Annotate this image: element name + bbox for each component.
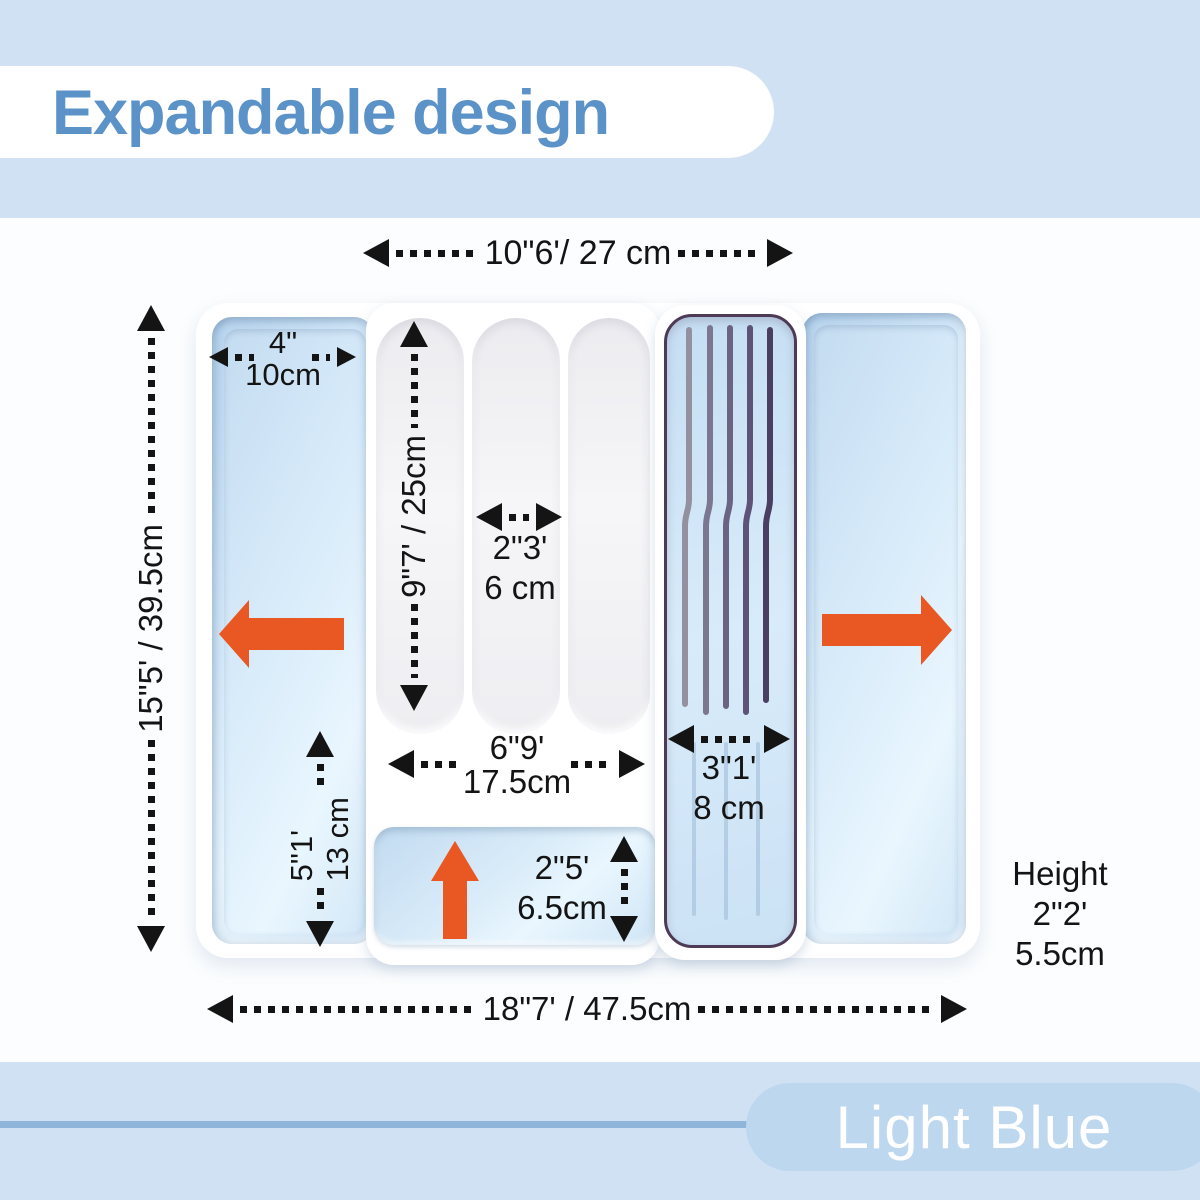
- height-note-line2: 2"2': [1032, 895, 1088, 932]
- dotted-line: [620, 869, 628, 909]
- dim-wing-width-line2: 10cm: [245, 357, 321, 392]
- dotted-line: [147, 338, 155, 518]
- color-banner: Light Blue: [746, 1083, 1200, 1171]
- dim-module-width: 10"6'/ 27 cm: [363, 230, 793, 276]
- dotted-line: [410, 604, 418, 679]
- dim-tray-depth: 15"5' / 39.5cm: [132, 305, 169, 953]
- dim-center-width-line1: 6"9': [489, 729, 545, 766]
- dim-knife-width-line1: 3"1': [701, 749, 757, 786]
- cutlery-slot-3: [568, 318, 650, 734]
- dim-knife-width-line2: 8 cm: [693, 789, 765, 826]
- dotted-line: [701, 735, 757, 743]
- dim-slot-width-line2: 6 cm: [484, 569, 556, 606]
- dotted-line: [698, 1005, 935, 1013]
- dotted-line: [396, 249, 478, 257]
- dim-tray-depth-label: 15"5' / 39.5cm: [132, 524, 169, 733]
- color-banner-line: [0, 1121, 752, 1128]
- arrowhead-icon: [610, 916, 638, 942]
- dim-small-tray-line1: 2"5': [534, 849, 590, 886]
- height-note: Height 2"2' 5.5cm: [984, 854, 1136, 974]
- dotted-line: [571, 760, 612, 768]
- arrowhead-icon: [400, 321, 428, 347]
- arrowhead-icon: [400, 685, 428, 712]
- arrowhead-icon: [388, 750, 414, 778]
- expand-left-arrow-icon: [219, 600, 344, 668]
- dim-small-tray-line2: 6.5cm: [517, 889, 607, 926]
- arrowhead-icon: [476, 503, 502, 531]
- arrowhead-icon: [363, 239, 389, 267]
- dotted-line: [410, 354, 418, 428]
- dim-center-width-line2: 17.5cm: [462, 763, 572, 800]
- dim-small-tray-arrow: [610, 836, 638, 942]
- dotted-line: [678, 249, 760, 257]
- arrowhead-icon: [764, 725, 790, 753]
- height-note-line1: Height: [1012, 855, 1108, 892]
- dim-center-width-arrow-left: [388, 750, 462, 778]
- dim-slot-width-label: 2"3' 6 cm: [450, 528, 590, 608]
- dim-center-width-label: 6"9' 17.5cm: [436, 731, 598, 799]
- dotted-line: [312, 353, 330, 361]
- cutlery-slot-1: [376, 318, 464, 734]
- arrowhead-icon: [610, 836, 638, 862]
- arrowhead-icon: [306, 921, 334, 948]
- dim-slot-width-arrow: [476, 503, 562, 531]
- knife-slits-icon: [682, 325, 773, 920]
- dim-wing-width-label: 4" 10cm: [214, 327, 352, 391]
- dim-left-lower-depth-line2: 13 cm: [320, 796, 355, 882]
- arrowhead-icon: [207, 995, 233, 1023]
- dim-total-width-label: 18"7' / 47.5cm: [482, 990, 692, 1027]
- page-title: Expandable design: [52, 78, 610, 148]
- arrowhead-icon: [306, 731, 334, 757]
- dim-slot-width-line1: 2"3': [492, 529, 548, 566]
- dotted-line: [421, 760, 462, 768]
- expand-right-arrow-icon: [822, 595, 952, 665]
- arrowhead-icon: [137, 305, 165, 331]
- dotted-line: [147, 739, 155, 920]
- height-note-line3: 5.5cm: [1015, 935, 1105, 972]
- dim-small-tray-label: 2"5' 6.5cm: [494, 848, 630, 928]
- dotted-line: [235, 353, 254, 361]
- arrowhead-icon: [337, 347, 356, 367]
- dim-knife-width-arrow: [668, 725, 790, 753]
- dim-total-width: 18"7' / 47.5cm: [207, 986, 968, 1032]
- dim-left-lower-depth-line1: 5"1': [284, 829, 319, 882]
- dotted-line: [509, 513, 529, 521]
- arrowhead-icon: [137, 926, 165, 953]
- dim-wing-width-arrow-left: [209, 347, 254, 367]
- slide-up-arrow-icon: [431, 841, 479, 939]
- arrowhead-icon: [619, 750, 645, 778]
- dim-wing-width-line1: 4": [268, 325, 298, 360]
- dim-wing-width-arrow-right: [312, 347, 356, 367]
- dim-slot-length: 9"7' / 25cm: [395, 321, 432, 712]
- dim-slot-length-label: 9"7' / 25cm: [395, 434, 432, 598]
- dotted-line: [316, 888, 324, 915]
- color-name: Light Blue: [835, 1093, 1113, 1161]
- arrowhead-icon: [767, 239, 793, 267]
- title-banner: Expandable design: [0, 66, 774, 158]
- dim-knife-width-label: 3"1' 8 cm: [662, 748, 796, 828]
- dim-center-width-arrow-right: [571, 750, 645, 778]
- sliding-small-tray: [374, 827, 656, 945]
- dim-left-lower-depth-label: 5"1' 13 cm: [284, 797, 356, 881]
- dotted-line: [240, 1005, 476, 1013]
- arrowhead-icon: [941, 995, 968, 1023]
- arrowhead-icon: [209, 347, 228, 367]
- dotted-line: [316, 764, 324, 790]
- arrowhead-icon: [668, 725, 694, 753]
- arrowhead-icon: [536, 503, 562, 531]
- dim-module-width-label: 10"6'/ 27 cm: [484, 233, 672, 272]
- dim-left-lower-depth: 5"1' 13 cm: [284, 731, 356, 948]
